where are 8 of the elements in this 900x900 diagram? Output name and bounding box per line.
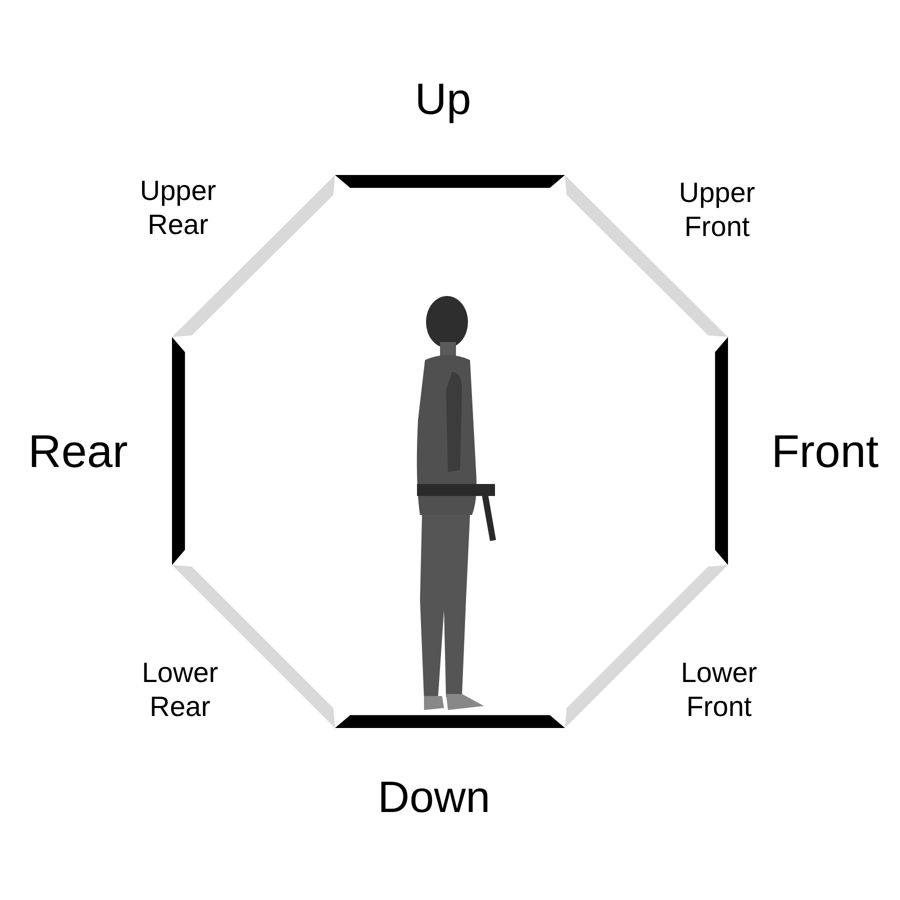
direction-label: Upper Rear — [138, 174, 218, 242]
direction-label: Front — [770, 424, 880, 480]
direction-label: Lower Rear — [140, 656, 220, 724]
direction-label: Upper Front — [678, 176, 756, 244]
direction-label: Down — [376, 772, 492, 824]
direction-label: Up — [414, 74, 472, 126]
direction-label: Lower Front — [680, 656, 758, 724]
direction-label: Rear — [27, 424, 129, 480]
